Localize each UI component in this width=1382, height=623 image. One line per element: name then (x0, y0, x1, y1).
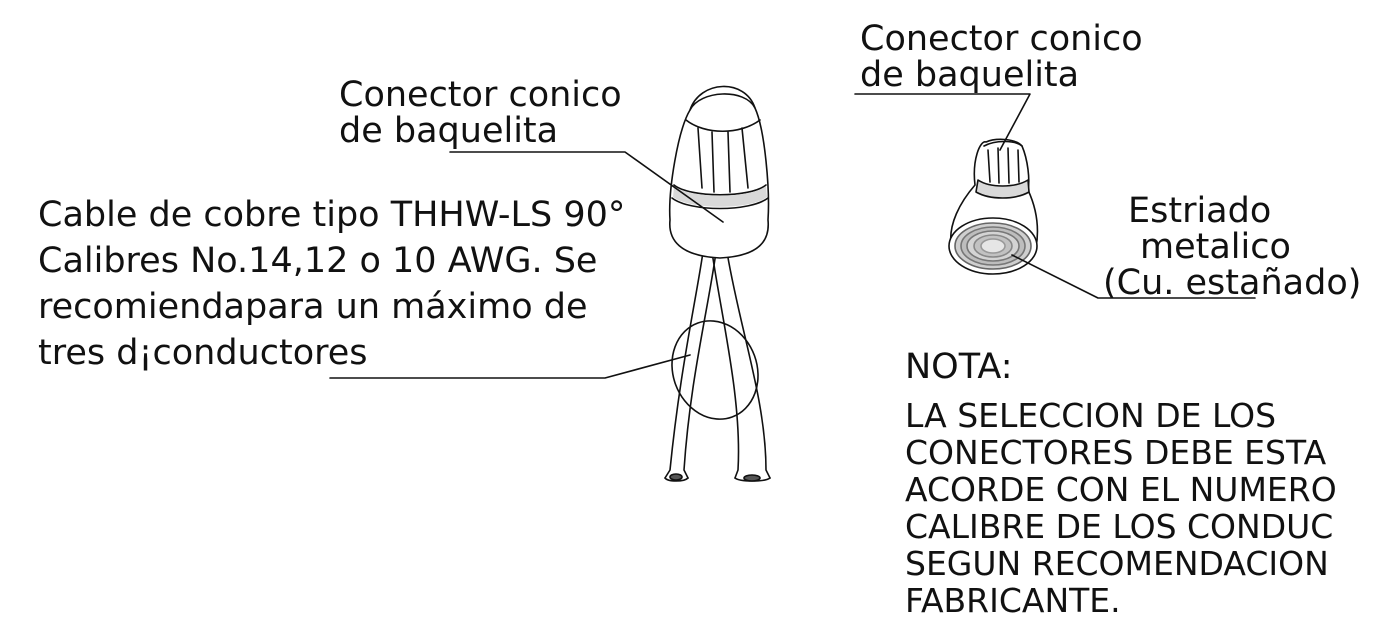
note-line-3: ACORDE CON EL NUMERO (905, 470, 1337, 509)
estriado-label-line1: Estriado (1128, 191, 1272, 231)
left-connector-label-line2: de baquelita (339, 111, 559, 151)
estriado-label-line3: (Cu. estañado) (1103, 263, 1362, 303)
leader-cable (329, 354, 691, 379)
leader-left-connector (449, 151, 724, 223)
cable-callout-ellipse (671, 320, 759, 420)
cable-label-line1: Cable de cobre tipo THHW-LS 90° (38, 195, 626, 235)
left-cone-body (668, 93, 770, 259)
note-line-5: SEGUN RECOMENDACION (905, 544, 1329, 583)
estriado-label-line2: metalico (1140, 227, 1291, 267)
cable-label-line3: recomiendapara un máximo de (38, 287, 588, 327)
note-line-1: LA SELECCION DE LOS (905, 396, 1277, 435)
left-connector-illustration (664, 85, 771, 482)
left-connector-label-line1: Conector conico (339, 75, 622, 115)
leader-right-connector (854, 93, 1031, 151)
right-connector-label-line1: Conector conico (860, 19, 1143, 59)
note-title: NOTA: (905, 347, 1013, 387)
leader-estriado (1011, 254, 1256, 299)
cable-label-line4: tres d¡conductores (38, 333, 368, 373)
right-connector-label-line2: de baquelita (860, 55, 1080, 95)
cable-label-line2: Calibres No.14,12 o 10 AWG. Se (38, 241, 598, 281)
cable-pair (664, 251, 771, 482)
note-line-6: FABRICANTE. (905, 581, 1121, 620)
right-connector-illustration (948, 138, 1039, 275)
note-line-2: CONECTORES DEBE ESTA (905, 433, 1327, 472)
note-line-4: CALIBRE DE LOS CONDUC (905, 507, 1334, 546)
